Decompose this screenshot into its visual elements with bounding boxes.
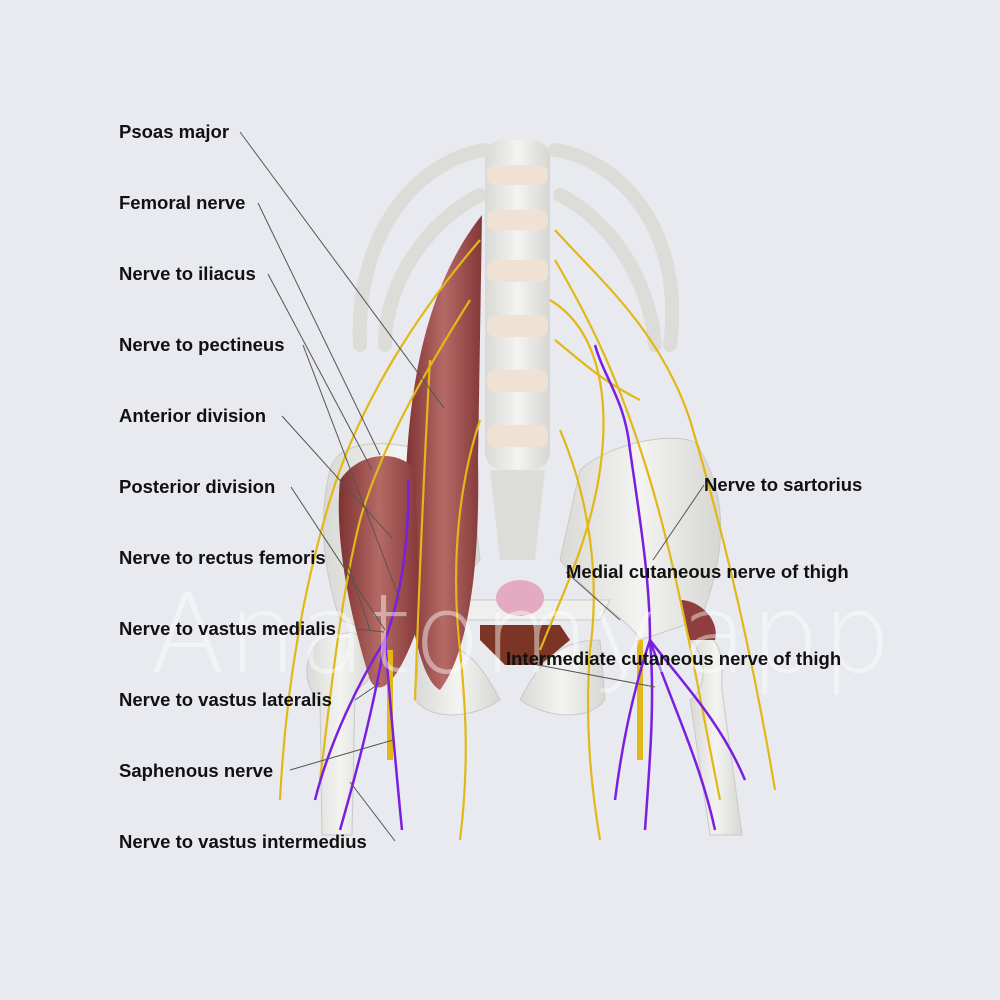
lumbar-spine [485, 140, 550, 560]
label-nerve-to-sartorius: Nerve to sartorius [704, 474, 863, 495]
label-psoas-major: Psoas major [119, 121, 230, 142]
pelvic-organs [480, 580, 570, 665]
label-nerve-to-vastus-lateralis: Nerve to vastus lateralis [119, 689, 332, 710]
label-anterior-division: Anterior division [119, 405, 266, 426]
femoral-nerve-branches [313, 344, 747, 831]
label-nerve-to-rectus-femoris: Nerve to rectus femoris [119, 547, 326, 568]
label-nerve-to-vastus-medialis: Nerve to vastus medialis [119, 618, 336, 639]
label-nerve-to-vastus-intermedius: Nerve to vastus intermedius [119, 831, 367, 852]
label-nerve-to-pectineus: Nerve to pectineus [119, 334, 285, 355]
label-nerve-to-iliacus: Nerve to iliacus [119, 263, 256, 284]
label-posterior-division: Posterior division [119, 476, 276, 497]
label-saphenous-nerve: Saphenous nerve [119, 760, 274, 781]
label-femoral-nerve: Femoral nerve [119, 192, 246, 213]
label-intermediate-cutaneous-nerve: Intermediate cutaneous nerve of thigh [506, 648, 842, 669]
label-medial-cutaneous-nerve: Medial cutaneous nerve of thigh [566, 561, 849, 582]
